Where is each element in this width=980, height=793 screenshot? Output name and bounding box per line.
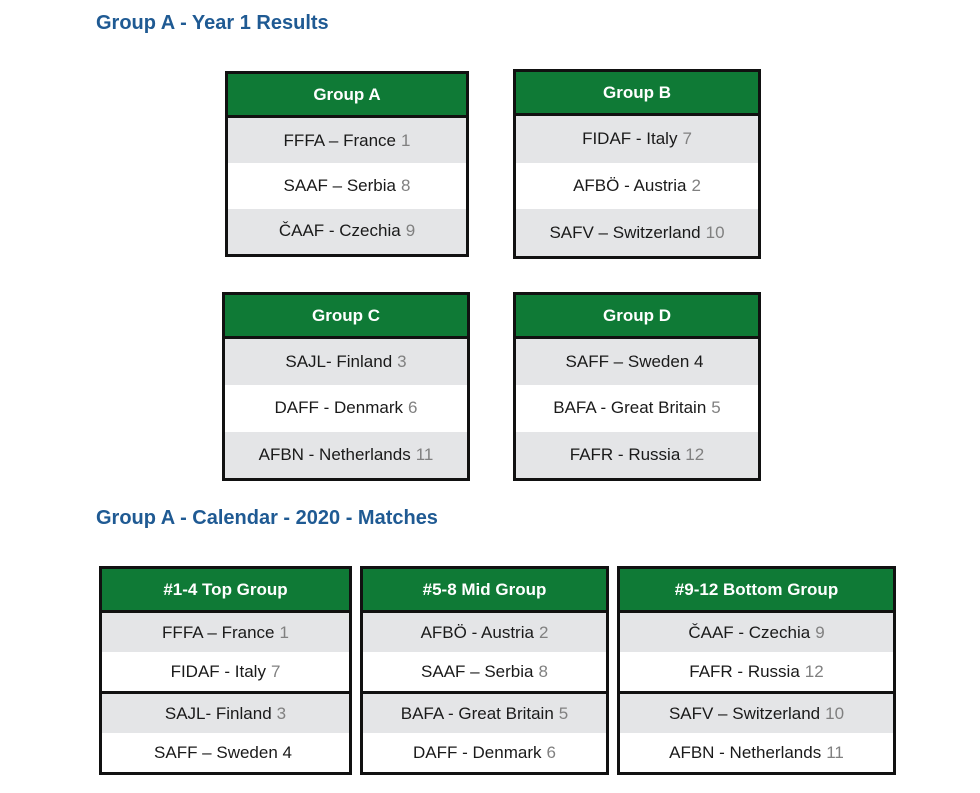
team-rank: 1 [400,130,411,150]
team-name: AFBÖ - Austria [420,622,534,642]
team-rank: 11 [826,742,844,762]
team-name: AFBÖ - Austria [573,176,687,195]
team-name: ČAAF - Czechia [688,622,811,642]
team-rank: 7 [270,661,281,681]
team-name: SAJL- Finland [285,352,393,372]
team-name: SAFF – Sweden 4 [565,352,704,372]
team-name: SAFV – Switzerland [668,703,821,723]
top-group-header: #1-4 Top Group [102,569,349,613]
team-name: FFFA – France [283,130,396,150]
results-heading: Group A - Year 1 Results [96,12,329,34]
team-name: FIDAF - Italy [582,129,678,149]
team-rank: 10 [825,703,845,723]
calendar-heading: Group A - Calendar - 2020 - Matches [96,507,438,529]
group-d-header: Group D [516,295,758,339]
team-rank: 8 [538,661,548,681]
team-rank: 2 [691,176,701,195]
table-row: SAFF – Sweden 4 [516,339,758,386]
group-c-header: Group C [225,295,467,339]
group-d-table: Group D SAFF – Sweden 4 BAFA - Great Bri… [513,292,761,481]
team-rank: 7 [682,129,692,149]
team-name: FFFA – France [162,622,275,642]
team-rank: 5 [558,703,569,723]
team-rank: 12 [804,661,824,681]
team-name: DAFF - Denmark [274,398,403,418]
team-rank: 3 [276,703,287,723]
team-rank: 6 [546,742,556,762]
team-name: DAFF - Denmark [413,742,542,762]
team-rank: 3 [397,352,407,372]
team-name: SAFF – Sweden 4 [154,742,292,762]
team-rank: 8 [400,175,411,195]
team-name: SAAF – Serbia [421,661,534,681]
team-name: BAFA - Great Britain [553,398,707,418]
team-rank: 6 [408,398,418,418]
mid-group-header: #5-8 Mid Group [363,569,606,613]
group-b-header: Group B [516,72,758,116]
team-rank: 1 [279,622,289,642]
team-name: FAFR - Russia [569,444,681,464]
team-rank: 9 [405,221,416,241]
team-name: AFBN - Netherlands [669,742,822,762]
team-rank: 5 [711,398,721,418]
team-name: BAFA - Great Britain [400,703,554,723]
bottom-group-header: #9-12 Bottom Group [620,569,893,613]
team-name: AFBN - Netherlands [258,444,411,464]
table-row: SAFF – Sweden 4 [102,733,349,772]
team-rank: 10 [705,222,725,242]
team-name: SAJL- Finland [164,703,272,723]
team-name: ČAAF - Czechia [278,221,401,241]
team-rank: 11 [415,444,434,464]
team-rank: 2 [538,622,549,642]
team-name: SAFV – Switzerland [549,222,701,242]
team-rank: 9 [815,622,825,642]
team-name: FIDAF - Italy [170,661,266,681]
team-name: FAFR - Russia [689,661,800,681]
team-name: SAAF – Serbia [283,175,396,195]
group-a-header: Group A [228,74,466,118]
team-rank: 12 [685,444,705,464]
